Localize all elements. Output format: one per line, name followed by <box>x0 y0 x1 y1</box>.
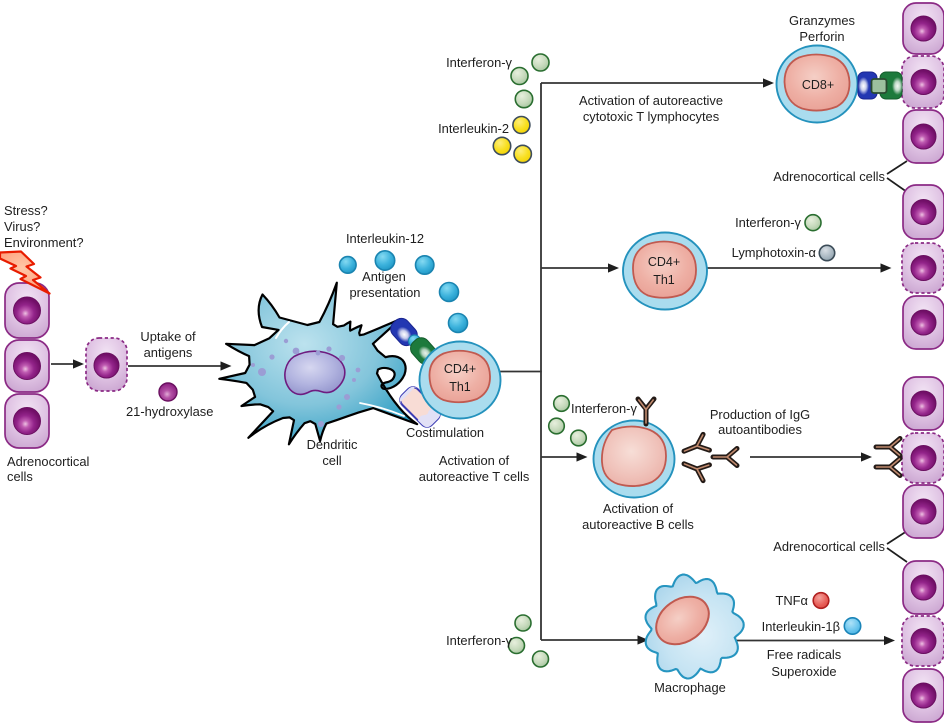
svg-text:CD8+: CD8+ <box>802 78 834 92</box>
svg-text:Free radicals: Free radicals <box>767 647 842 662</box>
svg-text:Granzymes: Granzymes <box>789 13 855 28</box>
svg-text:Virus?: Virus? <box>4 219 40 234</box>
svg-text:Interferon-γ: Interferon-γ <box>571 401 637 416</box>
svg-text:cell: cell <box>322 453 341 468</box>
svg-text:cells: cells <box>7 469 33 484</box>
svg-text:Production of IgG: Production of IgG <box>710 407 810 422</box>
svg-text:Adrenocortical cells: Adrenocortical cells <box>773 539 885 554</box>
svg-text:antigens: antigens <box>144 345 193 360</box>
svg-text:autoantibodies: autoantibodies <box>718 422 802 437</box>
svg-text:Stress?: Stress? <box>4 203 48 218</box>
svg-text:Activation of: Activation of <box>603 501 674 516</box>
svg-text:Activation of: Activation of <box>439 453 510 468</box>
svg-text:CD4+: CD4+ <box>648 255 680 269</box>
svg-text:Th1: Th1 <box>449 380 471 394</box>
svg-text:Dendritic: Dendritic <box>307 437 358 452</box>
svg-text:Adrenocortical: Adrenocortical <box>7 454 89 469</box>
svg-text:Costimulation: Costimulation <box>406 425 484 440</box>
svg-text:Th1: Th1 <box>653 273 675 287</box>
svg-text:Lymphotoxin-α: Lymphotoxin-α <box>732 245 817 260</box>
svg-text:Interleukin-1β: Interleukin-1β <box>762 619 840 634</box>
svg-text:Environment?: Environment? <box>4 235 84 250</box>
svg-text:Antigen: Antigen <box>362 269 406 284</box>
svg-text:presentation: presentation <box>350 285 421 300</box>
svg-text:autoreactive B cells: autoreactive B cells <box>582 517 694 532</box>
svg-text:Interleukin-12: Interleukin-12 <box>346 231 424 246</box>
svg-text:Adrenocortical cells: Adrenocortical cells <box>773 169 885 184</box>
svg-text:Superoxide: Superoxide <box>771 664 836 679</box>
svg-text:cytotoxic T lymphocytes: cytotoxic T lymphocytes <box>583 109 719 124</box>
svg-text:CD4+: CD4+ <box>444 362 476 376</box>
svg-text:Interferon-γ: Interferon-γ <box>446 55 512 70</box>
svg-text:Interferon-γ: Interferon-γ <box>735 215 801 230</box>
svg-text:autoreactive T cells: autoreactive T cells <box>419 469 530 484</box>
svg-text:TNFα: TNFα <box>775 593 808 608</box>
svg-text:Uptake of: Uptake of <box>140 329 196 344</box>
svg-text:Interleukin-2: Interleukin-2 <box>438 121 509 136</box>
svg-text:Macrophage: Macrophage <box>654 680 726 695</box>
svg-text:Perforin: Perforin <box>799 29 844 44</box>
svg-text:Activation of autoreactive: Activation of autoreactive <box>579 93 723 108</box>
svg-text:Interferon-γ: Interferon-γ <box>446 633 512 648</box>
svg-text:21-hydroxylase: 21-hydroxylase <box>126 404 213 419</box>
